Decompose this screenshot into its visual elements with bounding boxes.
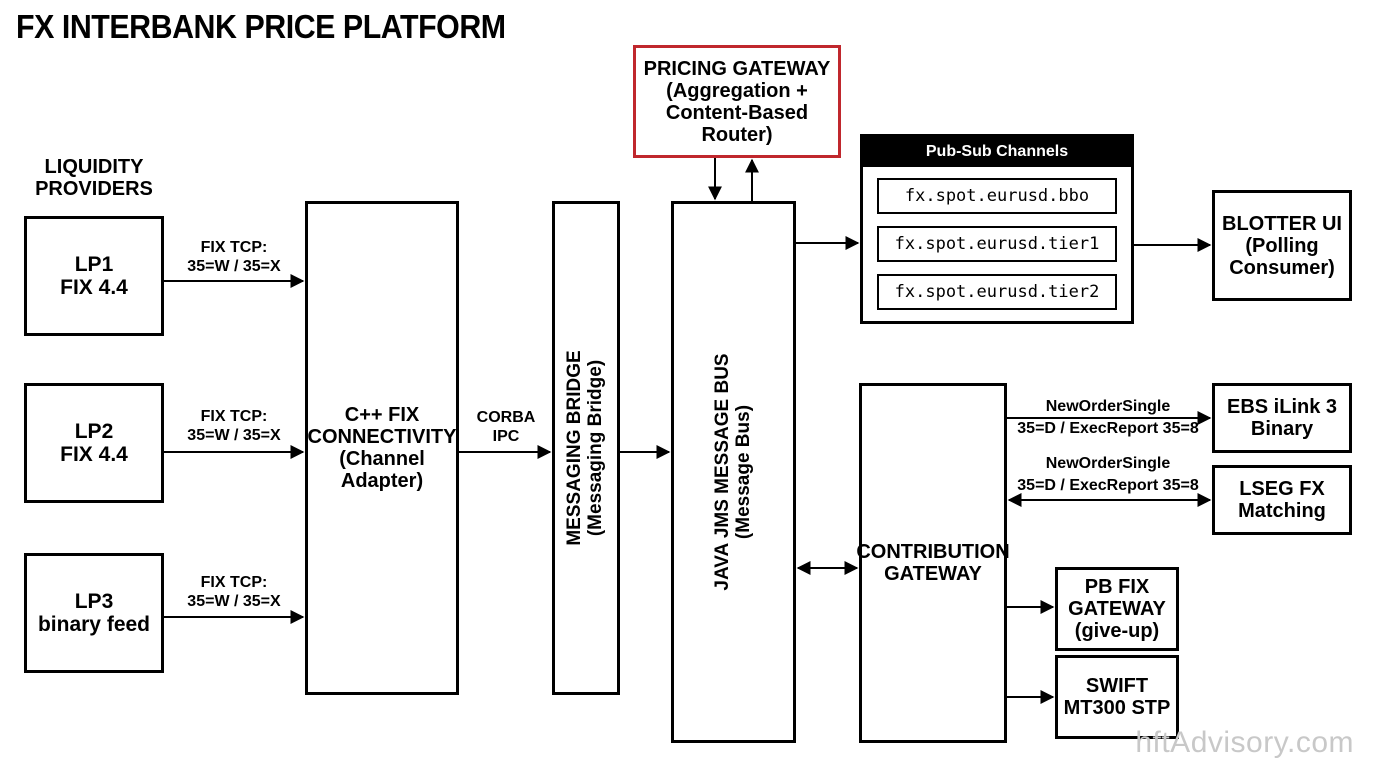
corba-line1: CORBA	[476, 409, 536, 426]
contribution-gateway-box[interactable]: CONTRIBUTION GATEWAY	[856, 383, 1010, 743]
lp2-name: LP2	[74, 419, 114, 443]
diagram-title: FX INTERBANK PRICE PLATFORM	[16, 8, 506, 45]
fix-tcp-label-2-line1: FIX TCP:	[200, 408, 268, 425]
blotter-line1: BLOTTER UI	[1222, 212, 1342, 235]
pb-fix-line3: (give-up)	[1074, 620, 1160, 642]
order-label-ebs: NewOrderSingle 35=D / ExecReport 35=8	[1006, 396, 1210, 441]
cpp-fix-line1: C++ FIX	[344, 404, 420, 426]
pb-fix-gateway-box[interactable]: PB FIX GATEWAY (give-up)	[1055, 567, 1179, 651]
pricing-gateway-line2: (Aggregation +	[666, 79, 808, 102]
watermark-logo: hftAdvisory.com	[1135, 726, 1354, 759]
lp2-protocol: FIX 4.4	[60, 443, 128, 466]
channel-tier1[interactable]: fx.spot.eurusd.tier1	[877, 226, 1117, 262]
ebs-ilink-box[interactable]: EBS iLink 3 Binary	[1212, 383, 1352, 453]
fix-tcp-label-1-line1: FIX TCP:	[200, 239, 268, 256]
lp3-name: LP3	[74, 589, 114, 613]
contribution-line2: GATEWAY	[884, 563, 982, 585]
lp3-protocol: binary feed	[37, 613, 151, 636]
lseg-fx-box[interactable]: LSEG FX Matching	[1212, 465, 1352, 535]
pricing-gateway-box[interactable]: PRICING GATEWAY (Aggregation + Content-B…	[633, 45, 841, 158]
order-label-ebs-line2: 35=D / ExecReport 35=8	[1017, 420, 1199, 438]
channel-bbo[interactable]: fx.spot.eurusd.bbo	[877, 178, 1117, 214]
blotter-line3: Consumer)	[1229, 256, 1335, 279]
cpp-fix-connectivity-box[interactable]: C++ FIX CONNECTIVITY (Channel Adapter)	[305, 201, 459, 695]
fix-tcp-label-1-line2: 35=W / 35=X	[187, 258, 281, 276]
pricing-gateway-line4: Router)	[701, 123, 773, 146]
lp1-protocol: FIX 4.4	[60, 276, 128, 299]
pb-fix-line2: GATEWAY	[1068, 598, 1166, 620]
lp1-box[interactable]: LP1 FIX 4.4	[24, 216, 164, 336]
swift-mt300-box[interactable]: SWIFT MT300 STP	[1055, 655, 1179, 739]
ebs-line1: EBS iLink 3	[1226, 396, 1338, 418]
jms-message-bus-box[interactable]	[671, 201, 796, 743]
pricing-gateway-line3: Content-Based	[665, 101, 809, 124]
pubsub-channels-panel: Pub-Sub Channels fx.spot.eurusd.bbo fx.s…	[860, 134, 1134, 324]
corba-ipc-label: CORBA IPC	[462, 408, 550, 446]
channel-tier2[interactable]: fx.spot.eurusd.tier2	[877, 274, 1117, 310]
order-label-lseg: NewOrderSingle 35=D / ExecReport 35=8	[1006, 453, 1210, 498]
contribution-line1: CONTRIBUTION	[856, 541, 1010, 563]
swift-line2: MT300 STP	[1063, 697, 1171, 719]
lp2-box[interactable]: LP2 FIX 4.4	[24, 383, 164, 503]
order-label-lseg-line2: 35=D / ExecReport 35=8	[1017, 477, 1199, 495]
fix-tcp-label-3-line1: FIX TCP:	[200, 574, 268, 591]
fix-tcp-label-3: FIX TCP: 35=W / 35=X	[164, 573, 304, 611]
cpp-fix-line4: Adapter)	[340, 470, 424, 492]
lseg-line2: Matching	[1238, 500, 1326, 522]
fix-tcp-label-2-line2: 35=W / 35=X	[187, 427, 281, 445]
pubsub-header: Pub-Sub Channels	[863, 137, 1131, 167]
cpp-fix-line2: CONNECTIVITY	[307, 426, 457, 448]
liquidity-providers-heading: LIQUIDITY PROVIDERS	[22, 156, 166, 200]
liquidity-providers-line1: LIQUIDITY	[44, 156, 144, 178]
order-label-ebs-line1: NewOrderSingle	[1045, 398, 1171, 415]
lp3-box[interactable]: LP3 binary feed	[24, 553, 164, 673]
lseg-line1: LSEG FX	[1239, 478, 1325, 500]
fix-tcp-label-2: FIX TCP: 35=W / 35=X	[164, 407, 304, 445]
order-label-lseg-line1: NewOrderSingle	[1045, 455, 1171, 472]
pricing-gateway-line1: PRICING GATEWAY	[643, 57, 831, 80]
swift-line1: SWIFT	[1085, 675, 1149, 697]
fix-tcp-label-3-line2: 35=W / 35=X	[187, 593, 281, 611]
lp1-name: LP1	[74, 252, 114, 276]
cpp-fix-line3: (Channel	[339, 448, 425, 470]
corba-line2: IPC	[492, 428, 520, 446]
ebs-line2: Binary	[1250, 418, 1314, 440]
pb-fix-line1: PB FIX	[1084, 576, 1150, 598]
messaging-bridge-box[interactable]	[552, 201, 620, 695]
fix-tcp-label-1: FIX TCP: 35=W / 35=X	[164, 238, 304, 276]
blotter-ui-box[interactable]: BLOTTER UI (Polling Consumer)	[1212, 190, 1352, 301]
liquidity-providers-line2: PROVIDERS	[35, 178, 153, 200]
blotter-line2: (Polling	[1245, 234, 1319, 257]
